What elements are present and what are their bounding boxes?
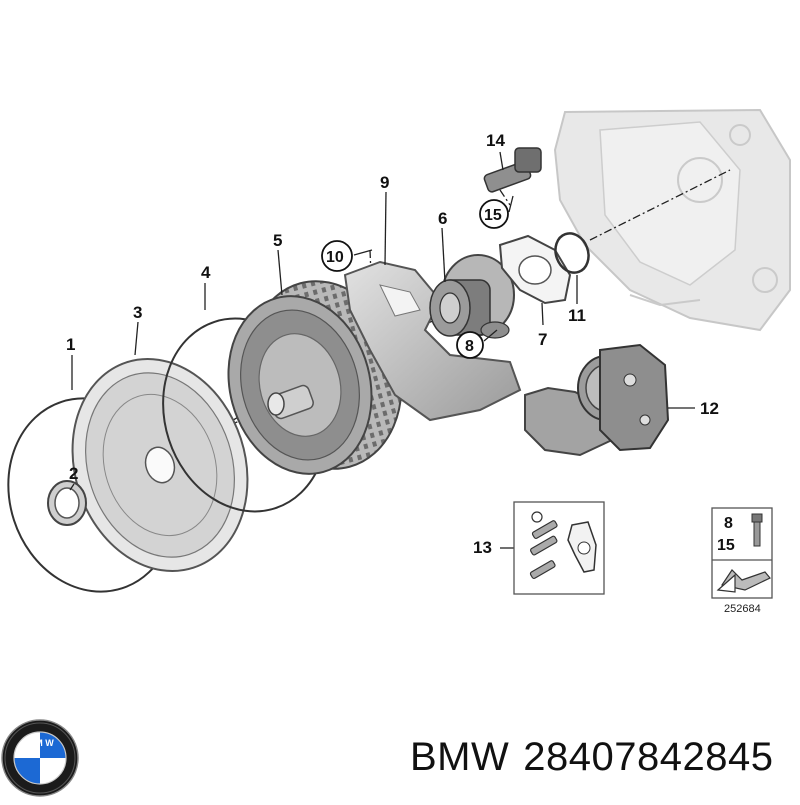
callout-5: 5 (273, 231, 282, 250)
callouts: 1 2 3 4 5 6 7 8 9 10 11 12 13 14 15 (66, 131, 719, 557)
callout-10-circle (321, 240, 353, 272)
callout-6: 6 (438, 209, 447, 228)
oil-pump (524, 343, 670, 457)
sensor (483, 147, 542, 193)
screw-legend: 8 15 (711, 507, 773, 599)
callout-8: 8 (465, 338, 474, 355)
callout-11: 11 (568, 306, 586, 325)
reference-number: 252684 (724, 603, 761, 615)
callout-1: 1 (66, 335, 75, 354)
callout-4: 4 (201, 263, 211, 282)
callout-15: 15 (484, 207, 502, 224)
part-caption: BMW 28407842845 (410, 735, 790, 780)
part-number: 28407842845 (523, 735, 774, 779)
leader-lines (69, 151, 695, 491)
callout-12: 12 (700, 399, 719, 418)
callout-3: 3 (133, 303, 142, 322)
callout-8-circle (456, 331, 484, 359)
callout-2: 2 (69, 464, 78, 483)
tightening-arrow-icon (716, 569, 771, 593)
kit-13-box (500, 501, 605, 595)
clutch-drum (227, 280, 403, 475)
transmission-housing (553, 108, 791, 332)
shaft-seal (47, 480, 87, 526)
callout-10: 10 (326, 249, 344, 266)
callout-7: 7 (538, 330, 547, 349)
bmw-logo-letters: B M W (26, 738, 54, 748)
callout-13: 13 (473, 538, 492, 557)
shaft-spool (429, 254, 515, 339)
o-ring-small (554, 232, 590, 274)
screw-legend-15: 15 (717, 537, 735, 554)
callout-15-circle (479, 199, 509, 229)
screw-icon (751, 513, 763, 547)
callout-9: 9 (380, 173, 389, 192)
screw-legend-8: 8 (724, 515, 733, 532)
kit-bolts (529, 511, 558, 579)
converter-cover (71, 357, 249, 573)
bmw-logo: B M W (1, 719, 79, 797)
brand-name: BMW (410, 735, 510, 779)
callout-14: 14 (486, 131, 505, 150)
